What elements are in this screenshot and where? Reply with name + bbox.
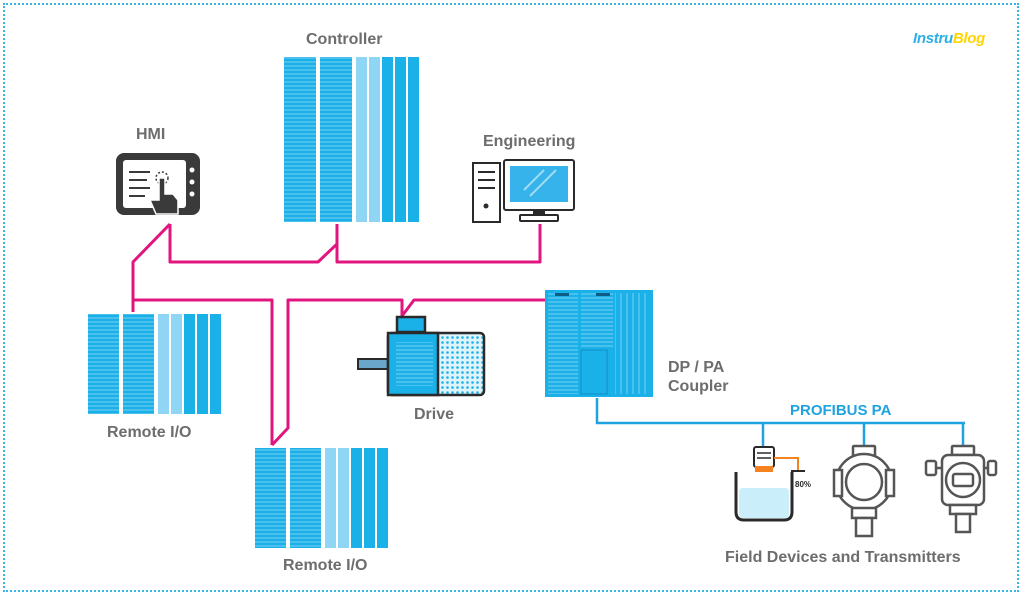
profibus-dp-network (131, 222, 545, 447)
instrublog-logo: InstruBlog (913, 30, 985, 47)
drive-label: Drive (414, 406, 455, 423)
coupler-label-line2: Coupler (668, 378, 729, 395)
remote-io-1-label: Remote I/O (107, 424, 192, 441)
engineering-label: Engineering (483, 133, 576, 150)
remote-io-2-label: Remote I/O (283, 557, 368, 574)
diagram-frame (3, 3, 1019, 592)
pa-trunk-line (595, 398, 965, 425)
logo-part-blog: Blog (952, 30, 986, 47)
motor-icon (357, 315, 486, 397)
level-sensor-icon (734, 446, 805, 522)
hmi-remote-io-line (131, 222, 172, 312)
hmi-drop-line (168, 224, 542, 264)
profibus-pa-network (595, 398, 965, 446)
hmi-label: HMI (136, 126, 166, 143)
hmi-touch-icon (116, 153, 200, 215)
remote-io-rack-2 (255, 448, 388, 548)
temperature-transmitter-icon (924, 444, 998, 534)
pressure-transmitter-icon (832, 444, 896, 538)
controller-rack (284, 57, 419, 222)
dp-pa-coupler (545, 290, 653, 397)
controller-label: Controller (306, 31, 383, 48)
profibus-pa-label: PROFIBUS PA (790, 402, 892, 419)
coupler-label-line1: DP / PA (668, 359, 725, 376)
remote-io-bus-line (131, 298, 274, 445)
level-value-label: 80% (795, 480, 812, 489)
logo-part-instru: Instru (913, 30, 953, 47)
field-devices-label: Field Devices and Transmitters (725, 549, 961, 566)
computer-icon (472, 159, 575, 223)
drive-coupler-line (400, 298, 545, 317)
drive-coupler-bus-line (270, 298, 404, 447)
remote-io-rack-1 (88, 314, 221, 414)
